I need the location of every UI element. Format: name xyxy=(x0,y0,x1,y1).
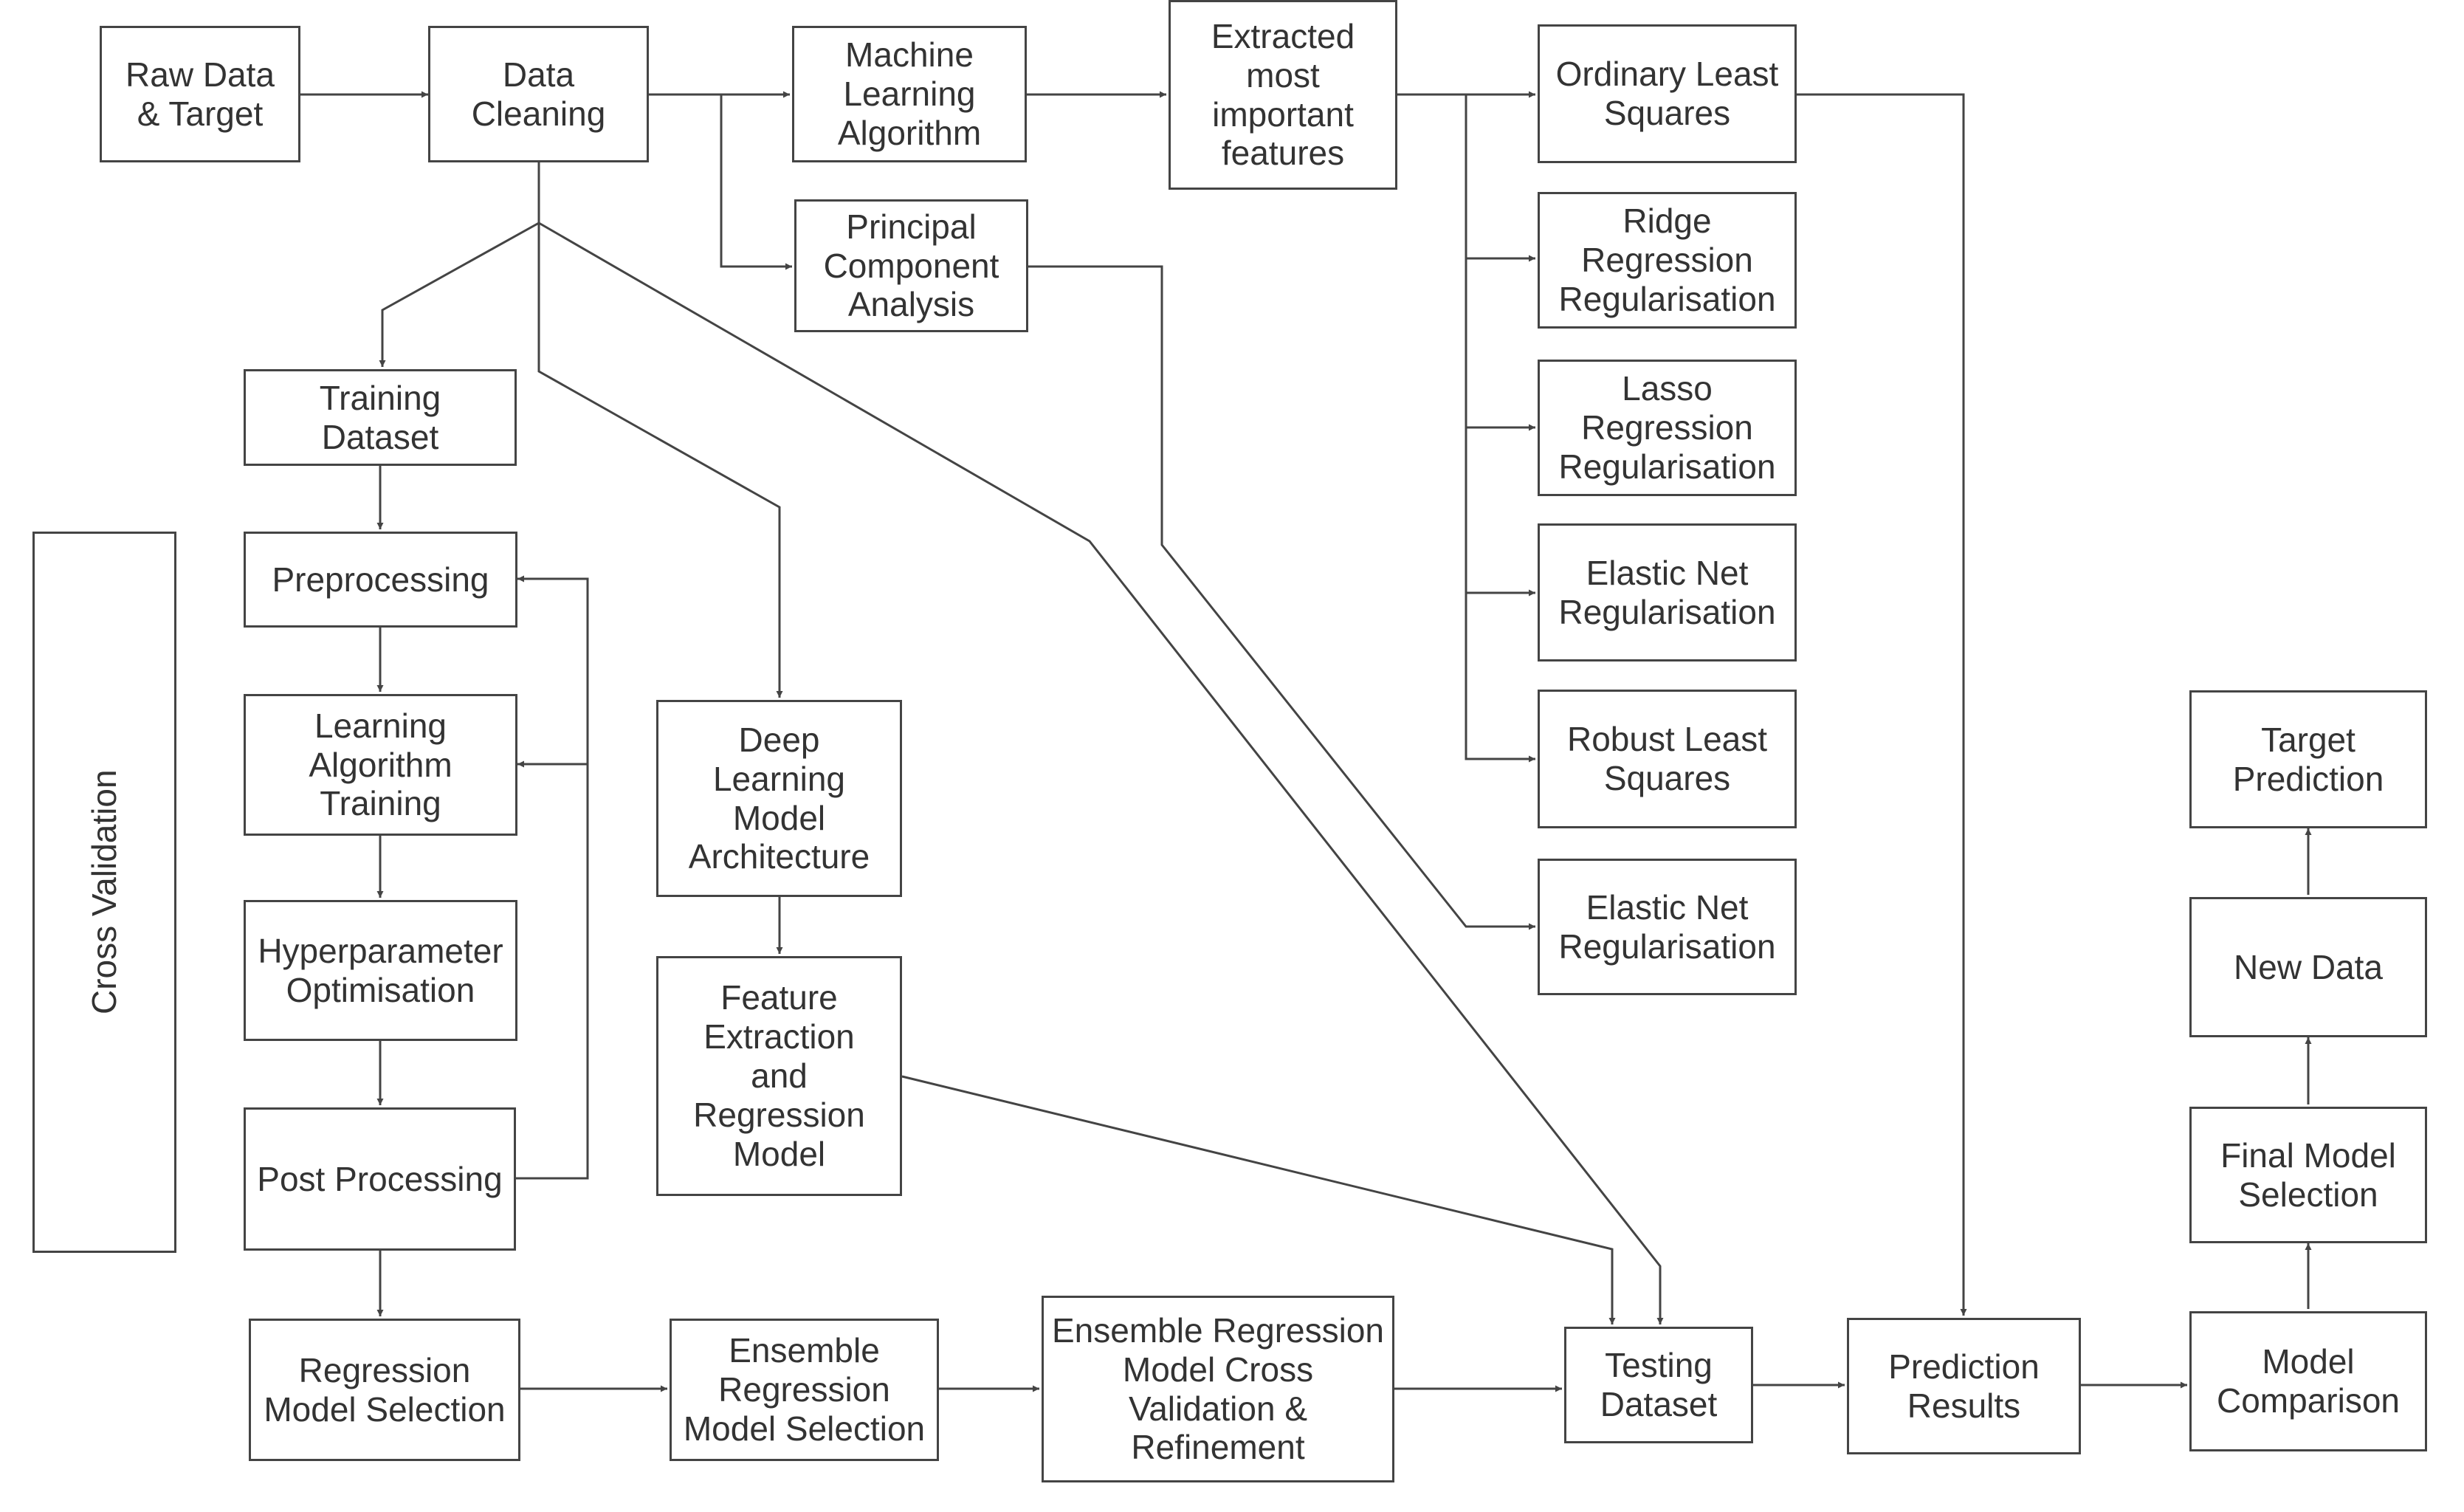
node-ensemble-cv: Ensemble Regression Model Cross Validati… xyxy=(1042,1296,1394,1482)
node-ols-label: Ordinary Least Squares xyxy=(1555,55,1779,132)
node-pca: Principal Component Analysis xyxy=(794,199,1028,332)
node-feature-extraction-label: Feature Extraction and Regression Model xyxy=(693,978,865,1173)
node-ensemble-selection-label: Ensemble Regression Model Selection xyxy=(683,1331,926,1448)
node-training-dataset-label: Training Dataset xyxy=(319,378,441,456)
node-cross-validation: Cross Validation xyxy=(32,532,176,1253)
node-preprocessing-label: Preprocessing xyxy=(272,560,489,599)
node-raw-data: Raw Data & Target xyxy=(100,26,300,162)
arrow-to-robust xyxy=(1465,593,1535,763)
node-target-prediction-label: Target Prediction xyxy=(2232,720,2384,798)
node-pca-label: Principal Component Analysis xyxy=(823,207,999,324)
arrow-regressors-to-prediction xyxy=(1797,93,1967,1316)
node-model-comparison: Model Comparison xyxy=(2189,1311,2427,1451)
node-hyperparameter: Hyperparameter Optimisation xyxy=(244,900,517,1041)
node-deep-learning-label: Deep Learning Model Architecture xyxy=(688,720,870,876)
node-hyperparameter-label: Hyperparameter Optimisation xyxy=(258,931,503,1009)
node-elastic-net-1-label: Elastic Net Regularisation xyxy=(1558,553,1776,631)
node-robust-ls: Robust Least Squares xyxy=(1538,690,1797,828)
arrow-pca-to-elastic-net-2 xyxy=(1028,265,1535,930)
node-raw-data-label: Raw Data & Target xyxy=(125,55,275,133)
node-testing-dataset-label: Testing Dataset xyxy=(1600,1346,1718,1423)
node-post-processing: Post Processing xyxy=(244,1107,516,1251)
node-ml-algorithm-label: Machine Learning Algorithm xyxy=(837,35,982,152)
node-data-cleaning: Data Cleaning xyxy=(428,26,649,162)
arrow-post-feedback-preprocessing xyxy=(516,575,589,1180)
node-new-data-label: New Data xyxy=(2234,947,2383,986)
node-elastic-net-2: Elastic Net Regularisation xyxy=(1538,859,1797,995)
node-deep-learning: Deep Learning Model Architecture xyxy=(656,700,902,897)
node-feature-extraction: Feature Extraction and Regression Model xyxy=(656,956,902,1196)
arrow-to-lasso xyxy=(1465,258,1535,431)
node-preprocessing: Preprocessing xyxy=(244,532,517,628)
node-training-dataset: Training Dataset xyxy=(244,369,517,466)
node-ridge-label: Ridge Regression Regularisation xyxy=(1558,202,1776,318)
node-ridge: Ridge Regression Regularisation xyxy=(1538,192,1797,329)
node-lasso-label: Lasso Regression Regularisation xyxy=(1558,369,1776,486)
node-testing-dataset: Testing Dataset xyxy=(1564,1327,1753,1443)
node-cross-validation-label: Cross Validation xyxy=(85,769,124,1015)
node-robust-ls-label: Robust Least Squares xyxy=(1566,720,1768,797)
node-final-model-label: Final Model Selection xyxy=(2220,1135,2396,1214)
node-learning-algorithm-label: Learning Algorithm Training xyxy=(309,706,452,823)
node-lasso: Lasso Regression Regularisation xyxy=(1538,360,1797,496)
node-elastic-net-1: Elastic Net Regularisation xyxy=(1538,523,1797,662)
node-new-data: New Data xyxy=(2189,897,2427,1037)
node-extracted-features-label: Extracted most important features xyxy=(1211,16,1355,173)
arrow-cleaning-to-testing xyxy=(538,221,1664,1324)
node-ensemble-selection: Ensemble Regression Model Selection xyxy=(670,1319,939,1461)
arrow-to-elastic-net-1 xyxy=(1465,427,1535,597)
node-ols: Ordinary Least Squares xyxy=(1538,24,1797,163)
node-extracted-features: Extracted most important features xyxy=(1169,0,1397,190)
node-elastic-net-2-label: Elastic Net Regularisation xyxy=(1558,887,1776,966)
arrow-to-ridge xyxy=(1465,94,1535,262)
node-regression-selection-label: Regression Model Selection xyxy=(264,1350,506,1429)
node-target-prediction: Target Prediction xyxy=(2189,690,2427,828)
arrow-cleaning-to-training xyxy=(379,161,540,367)
arrow-cleaning-to-pca xyxy=(720,94,792,270)
node-learning-algorithm: Learning Algorithm Training xyxy=(244,694,517,836)
node-final-model: Final Model Selection xyxy=(2189,1107,2427,1243)
arrow-cleaning-to-deep-learning xyxy=(537,223,783,698)
node-data-cleaning-label: Data Cleaning xyxy=(471,55,606,133)
node-regression-selection: Regression Model Selection xyxy=(249,1319,520,1461)
node-ensemble-cv-label: Ensemble Regression Model Cross Validati… xyxy=(1051,1310,1384,1467)
node-ml-algorithm: Machine Learning Algorithm xyxy=(792,26,1027,162)
node-post-processing-label: Post Processing xyxy=(257,1159,503,1198)
node-prediction-results: Prediction Results xyxy=(1847,1318,2081,1454)
arrow-feature-to-testing xyxy=(901,1075,1616,1324)
node-model-comparison-label: Model Comparison xyxy=(2217,1342,2400,1420)
node-prediction-results-label: Prediction Results xyxy=(1888,1347,2040,1425)
